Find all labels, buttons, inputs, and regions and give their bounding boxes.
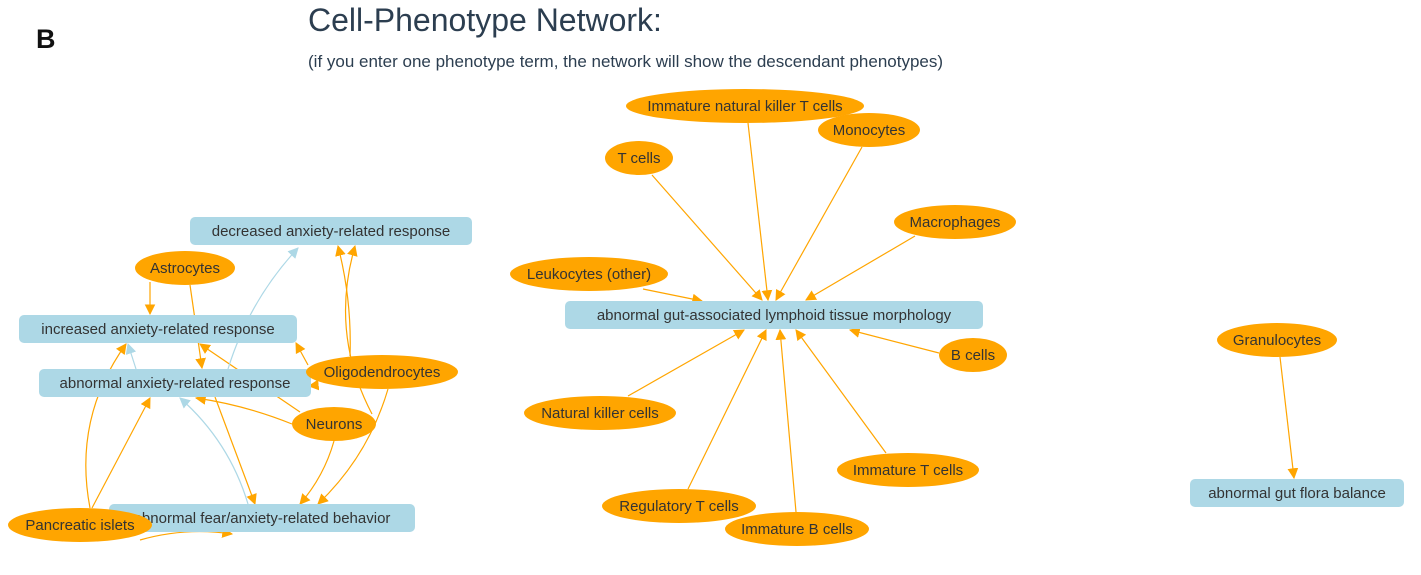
edge-c_treg-to-p_galt	[687, 329, 767, 490]
phenotype-node-shape	[39, 369, 311, 397]
cell-node-label: Immature T cells	[853, 462, 963, 479]
phenotype-node-shape	[565, 301, 983, 329]
cell-node-shape	[1217, 323, 1337, 357]
cell-node-c_gran[interactable]: Granulocytes	[1217, 323, 1337, 357]
cell-node-label: Natural killer cells	[541, 405, 659, 422]
cell-node-label: Oligodendrocytes	[324, 364, 441, 381]
cell-node-c_treg[interactable]: Regulatory T cells	[602, 489, 756, 523]
cell-node-shape	[306, 355, 458, 389]
edge-c_panc-to-p_inc	[85, 343, 127, 509]
cell-node-shape	[605, 141, 673, 175]
edge-c_neur-to-p_dec	[344, 244, 373, 415]
cell-node-label: Immature natural killer T cells	[647, 98, 842, 115]
cell-node-label: Immature B cells	[741, 521, 853, 538]
cell-node-c_tc[interactable]: T cells	[605, 141, 673, 175]
cell-node-label: Neurons	[306, 416, 363, 433]
phenotype-node-p_flora[interactable]: abnormal gut flora balance	[1190, 479, 1404, 507]
page-subtitle: (if you enter one phenotype term, the ne…	[308, 52, 944, 71]
phenotype-node-p_inc[interactable]: increased anxiety-related response	[19, 315, 297, 343]
phenotype-node-label: abnormal gut-associated lymphoid tissue …	[597, 307, 952, 324]
phenotype-node-p_abn[interactable]: abnormal anxiety-related response	[39, 369, 311, 397]
cell-node-shape	[510, 257, 668, 291]
phenotype-node-label: abnormal gut flora balance	[1208, 485, 1386, 502]
phenotype-node-label: increased anxiety-related response	[41, 321, 274, 338]
cell-node-label: Monocytes	[833, 122, 906, 139]
cell-node-c_ibc[interactable]: Immature B cells	[725, 512, 869, 546]
edge-c_tc-to-p_galt	[651, 174, 763, 301]
panel-letter: B	[36, 24, 56, 54]
edge-c_bc-to-p_galt	[848, 327, 940, 354]
edge-c_itc-to-p_galt	[795, 329, 887, 454]
cell-node-shape	[818, 113, 920, 147]
cell-node-label: Astrocytes	[150, 260, 220, 277]
phenotype-node-shape	[1190, 479, 1404, 507]
phenotype-node-label: abnormal anxiety-related response	[60, 375, 291, 392]
cell-node-shape	[135, 251, 235, 285]
cell-node-c_mono[interactable]: Monocytes	[818, 113, 920, 147]
phenotype-node-shape	[109, 504, 415, 532]
network-edges	[85, 122, 1299, 541]
edge-c_neur-to-p_abn	[194, 394, 293, 425]
cell-node-c_nk[interactable]: Natural killer cells	[524, 396, 676, 430]
cell-node-c_macro[interactable]: Macrophages	[894, 205, 1016, 239]
cell-node-label: B cells	[951, 347, 995, 364]
cell-node-c_inkt[interactable]: Immature natural killer T cells	[626, 89, 864, 123]
edge-c_oligo-to-p_inc	[295, 342, 309, 366]
network-nodes: decreased anxiety-related response increa…	[8, 89, 1404, 546]
cell-node-label: T cells	[617, 150, 660, 167]
cell-node-shape	[626, 89, 864, 123]
phenotype-node-p_dec[interactable]: decreased anxiety-related response	[190, 217, 472, 245]
edge-p_abn-to-p_inc	[125, 342, 137, 370]
phenotype-node-label: decreased anxiety-related response	[212, 223, 450, 240]
edge-c_inkt-to-p_galt	[747, 122, 773, 302]
edge-p_abn-to-p_fear	[214, 396, 257, 506]
edge-c_ibc-to-p_galt	[775, 328, 797, 513]
phenotype-node-p_galt[interactable]: abnormal gut-associated lymphoid tissue …	[565, 301, 983, 329]
cell-node-shape	[939, 338, 1007, 372]
cell-node-shape	[894, 205, 1016, 239]
cell-node-c_panc[interactable]: Pancreatic islets	[8, 508, 152, 542]
cell-node-c_neur[interactable]: Neurons	[292, 407, 376, 441]
cell-node-shape	[837, 453, 979, 487]
edge-c_mono-to-p_galt	[775, 146, 863, 301]
edge-c_panc-to-p_fear	[139, 527, 234, 541]
cell-node-label: Leukocytes (other)	[527, 266, 651, 283]
cell-node-c_bc[interactable]: B cells	[939, 338, 1007, 372]
cell-node-label: Pancreatic islets	[25, 517, 134, 534]
phenotype-node-p_fear[interactable]: abnormal fear/anxiety-related behavior	[109, 504, 415, 532]
edge-c_macro-to-p_galt	[805, 235, 916, 301]
edge-c_gran-to-p_flora	[1279, 356, 1299, 480]
cell-node-label: Regulatory T cells	[619, 498, 739, 515]
edge-c_oligo-to-p_fear	[317, 388, 389, 505]
edge-p_abn-to-p_dec	[227, 247, 299, 370]
phenotype-node-shape	[190, 217, 472, 245]
cell-node-c_astro[interactable]: Astrocytes	[135, 251, 235, 285]
edge-c_oligo-to-p_dec	[335, 244, 351, 357]
edge-c_neur-to-p_fear	[299, 440, 335, 505]
cell-node-shape	[602, 489, 756, 523]
cell-node-c_leuk[interactable]: Leukocytes (other)	[510, 257, 668, 291]
cell-node-shape	[524, 396, 676, 430]
edge-c_leuk-to-p_galt	[642, 288, 704, 305]
cell-node-label: Macrophages	[910, 214, 1001, 231]
cell-node-shape	[8, 508, 152, 542]
cell-node-shape	[725, 512, 869, 546]
phenotype-node-label: abnormal fear/anxiety-related behavior	[134, 510, 391, 527]
edge-c_nk-to-p_galt	[627, 329, 745, 397]
page-title: Cell-Phenotype Network:	[308, 2, 662, 38]
edge-c_panc-to-p_abn	[91, 397, 151, 509]
edge-p_fear-to-p_abn	[179, 397, 249, 505]
cell-node-c_itc[interactable]: Immature T cells	[837, 453, 979, 487]
phenotype-node-shape	[19, 315, 297, 343]
cell-node-c_oligo[interactable]: Oligodendrocytes	[306, 355, 458, 389]
cell-node-label: Granulocytes	[1233, 332, 1321, 349]
cell-node-shape	[292, 407, 376, 441]
